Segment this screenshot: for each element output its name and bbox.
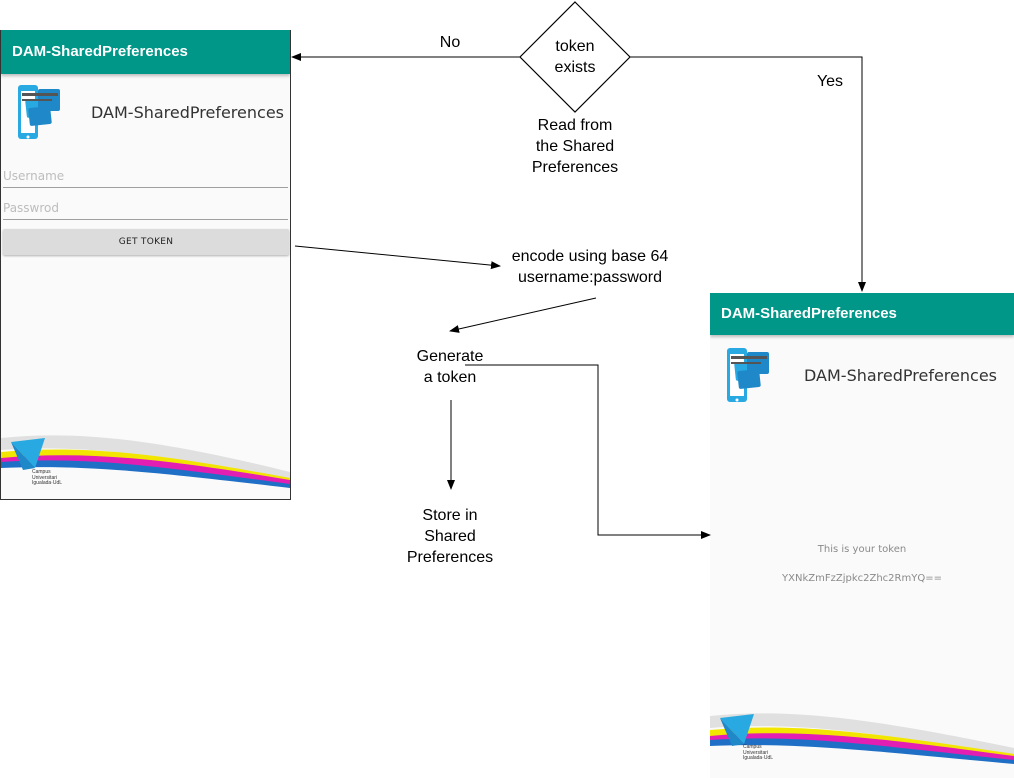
- campus-logo-icon: [720, 714, 754, 746]
- token-screen: DAM-SharedPreferences DAM-SharedPreferen…: [710, 293, 1014, 778]
- button-to-encode-arrow: [294, 245, 501, 270]
- app-name-label: DAM-SharedPreferences: [91, 103, 284, 122]
- generate-to-token-screen-arrow: [465, 364, 711, 539]
- decision-diamond: [519, 1, 631, 113]
- footer-wave: [1, 435, 290, 488]
- login-screen: DAM-SharedPreferences DAM-SharedPreferen…: [0, 30, 291, 500]
- app-icon: [18, 85, 60, 139]
- encode-to-generate-arrow: [449, 297, 597, 333]
- no-label: No: [439, 34, 461, 51]
- password-placeholder: Passwrod: [3, 201, 59, 215]
- yes-label: Yes: [816, 73, 844, 90]
- app-bar-title: DAM-SharedPreferences: [710, 293, 1014, 335]
- token-message: This is your token: [817, 544, 907, 555]
- campus-logo-icon: [11, 438, 45, 470]
- username-placeholder: Username: [3, 169, 65, 183]
- password-field[interactable]: Passwrod: [3, 196, 288, 220]
- app-icon: [727, 348, 769, 402]
- username-field[interactable]: Username: [3, 164, 288, 188]
- app-name-label: DAM-SharedPreferences: [804, 366, 997, 385]
- footer-wave: [710, 713, 1014, 764]
- get-token-button[interactable]: GET TOKEN: [3, 229, 289, 255]
- yes-arrow: [630, 56, 866, 292]
- app-bar-title: DAM-SharedPreferences: [1, 30, 290, 74]
- token-value: YXNkZmFzZjpkc2Zhc2RmYQ==: [782, 573, 942, 584]
